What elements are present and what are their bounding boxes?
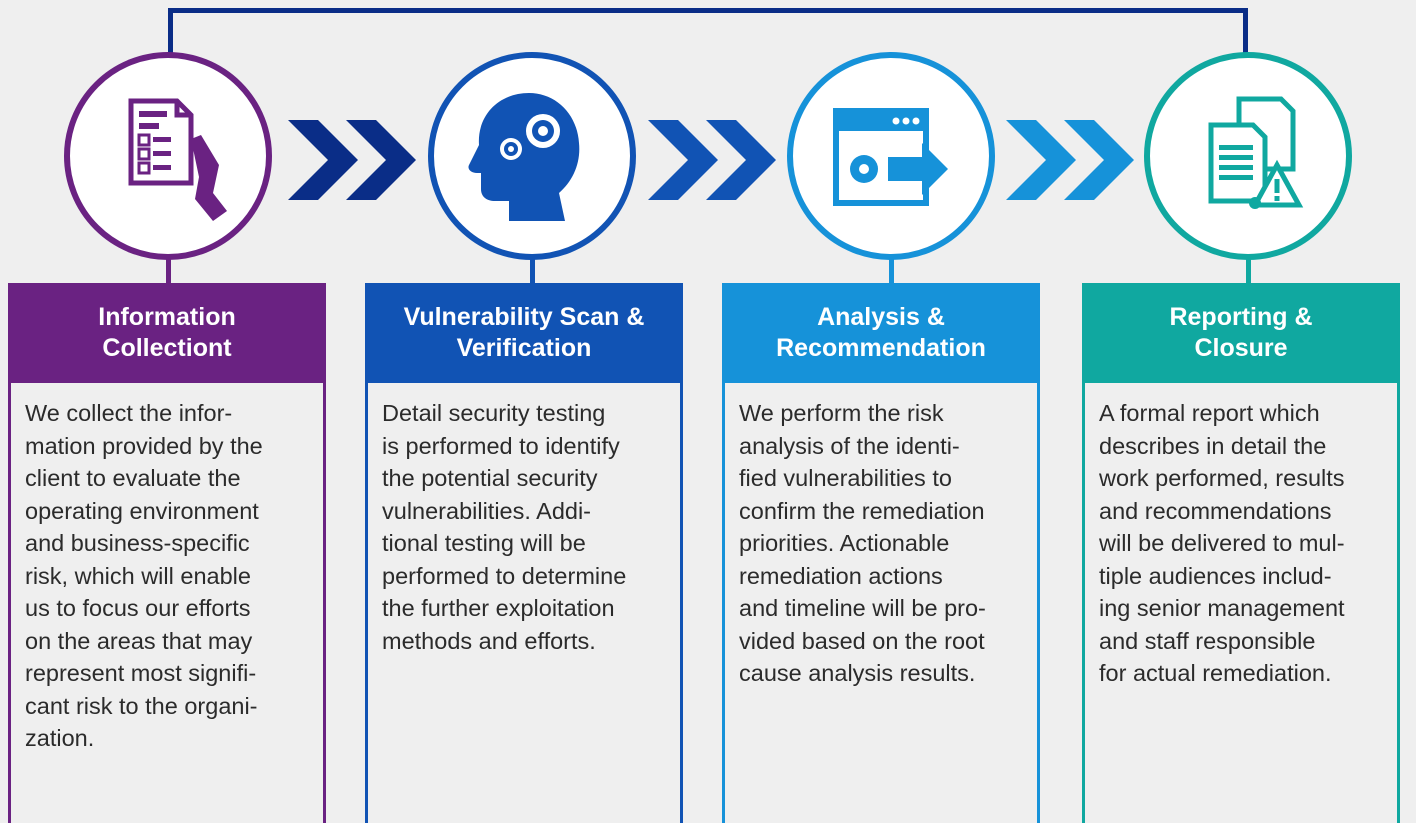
chevron-arrow-1: [288, 120, 416, 200]
step-3-column: Analysis & Recommendation We perform the…: [722, 283, 1040, 823]
step-1-circle: [64, 52, 272, 260]
step-2-column: Vulnerability Scan & Verification Detail…: [365, 283, 683, 823]
chevron-arrow-3: [1006, 120, 1134, 200]
connector-3: [889, 257, 894, 285]
step-3-description: We perform the risk analysis of the iden…: [739, 400, 986, 686]
connector-2: [530, 257, 535, 285]
feedback-loop-line: [168, 8, 1248, 54]
step-2-description: Detail security testing is performed to …: [382, 400, 627, 654]
head-gears-icon: [468, 93, 580, 221]
step-3-title: Analysis & Recommendation: [722, 283, 1040, 383]
connector-4: [1246, 257, 1251, 285]
report-warning-icon: [1208, 96, 1304, 209]
checklist-hand-icon: [128, 98, 227, 221]
chevron-arrow-2: [648, 120, 776, 200]
connector-1: [166, 257, 171, 285]
step-4-circle: [1144, 52, 1352, 260]
window-gear-arrow-icon: [833, 108, 948, 206]
step-1-description: We collect the infor- mation provided by…: [25, 400, 263, 751]
step-2-title: Vulnerability Scan & Verification: [365, 283, 683, 383]
step-1-column: Information Collectiont We collect the i…: [8, 283, 326, 823]
step-4-title: Reporting & Closure: [1082, 283, 1400, 383]
step-2-circle: [428, 52, 636, 260]
step-4-description: A formal report which describes in detai…: [1099, 400, 1345, 686]
step-4-column: Reporting & Closure A formal report whic…: [1082, 283, 1400, 823]
step-1-title: Information Collectiont: [8, 283, 326, 383]
step-3-circle: [787, 52, 995, 260]
